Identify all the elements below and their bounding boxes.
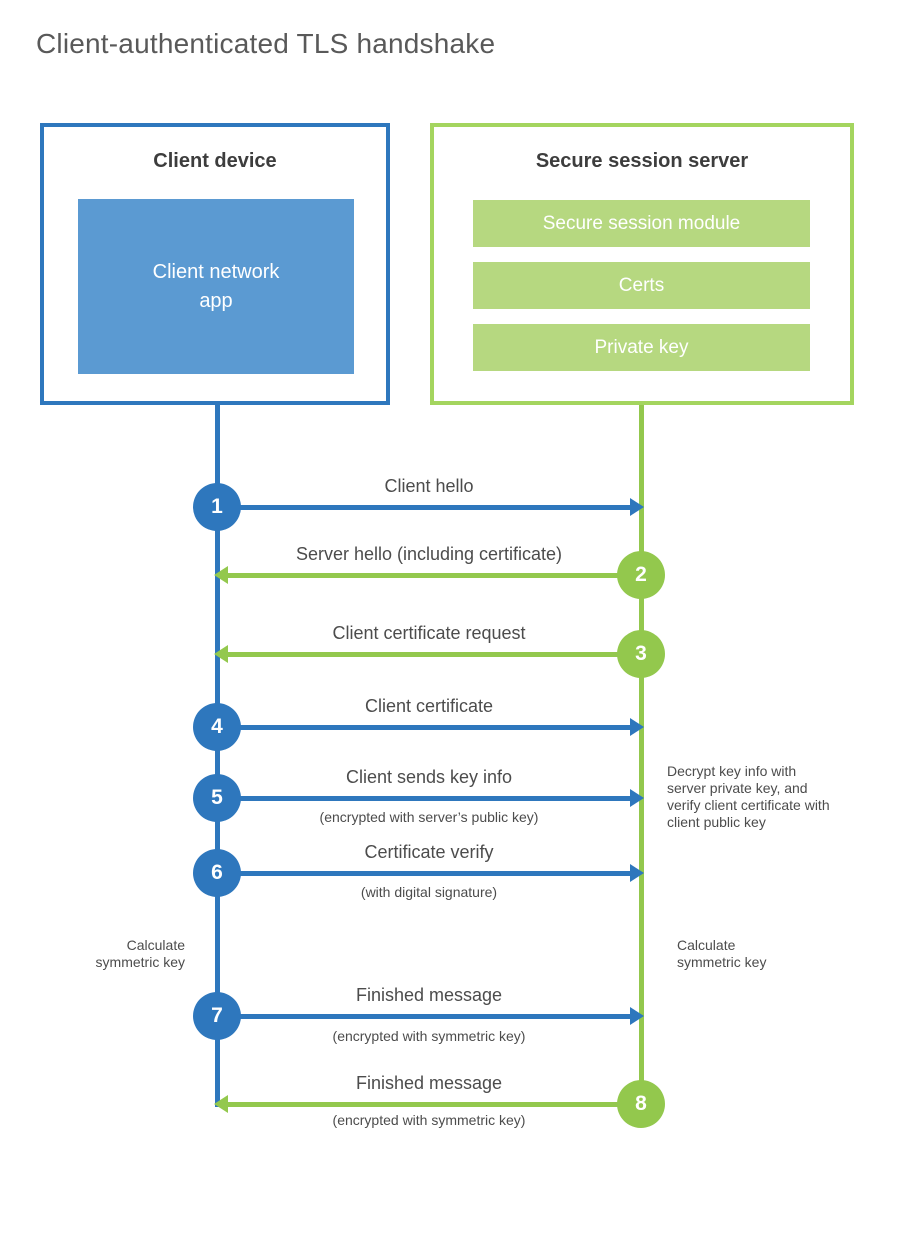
- client-network-app-box: Client network app: [78, 199, 354, 374]
- arrow-head-left-icon: [214, 1095, 228, 1113]
- message-label-1: Client hello: [384, 476, 474, 496]
- message-label-2: Server hello (including certificate): [295, 544, 563, 564]
- message-arrow-1: [218, 498, 644, 516]
- server-module-certs: Certs: [473, 262, 810, 309]
- message-arrow-4: [218, 718, 644, 736]
- message-arrow-6: [218, 864, 644, 882]
- arrow-head-right-icon: [630, 864, 644, 882]
- client-lifeline: [215, 405, 220, 1107]
- arrow-shaft: [226, 652, 641, 657]
- server-module-private-key: Private key: [473, 324, 810, 371]
- message-label-8: Finished message: [355, 1073, 503, 1093]
- client-network-app-label: Client network app: [152, 260, 280, 312]
- arrow-head-left-icon: [214, 566, 228, 584]
- client-device-header: Client device: [153, 150, 277, 172]
- arrow-shaft: [218, 1014, 632, 1019]
- arrow-shaft: [218, 796, 632, 801]
- arrow-head-right-icon: [630, 1007, 644, 1025]
- decrypt-key-note: Decrypt key info with server private key…: [667, 763, 830, 830]
- step-circle-2: 2: [617, 551, 665, 599]
- message-arrow-7: [218, 1007, 644, 1025]
- step-circle-7: 7: [193, 992, 241, 1040]
- step-circle-5: 5: [193, 774, 241, 822]
- arrow-shaft: [218, 725, 632, 730]
- step-circle-6: 6: [193, 849, 241, 897]
- arrow-head-right-icon: [630, 789, 644, 807]
- message-sublabel-5: (encrypted with server’s public key): [319, 809, 539, 825]
- message-label-7: Finished message: [355, 985, 503, 1005]
- step-circle-1: 1: [193, 483, 241, 531]
- message-label-6: Certificate verify: [364, 842, 494, 862]
- arrow-head-right-icon: [630, 718, 644, 736]
- message-label-4: Client certificate: [364, 696, 494, 716]
- server-lifeline: [639, 405, 644, 1104]
- arrow-shaft: [226, 573, 641, 578]
- calculate-symmetric-key-note-client: Calculate symmetric key: [95, 937, 185, 970]
- message-sublabel-7: (encrypted with symmetric key): [332, 1028, 526, 1044]
- message-label-3: Client certificate request: [332, 623, 526, 643]
- message-sublabel-6: (with digital signature): [360, 884, 498, 900]
- page-title: Client-authenticated TLS handshake: [36, 28, 496, 59]
- secure-session-server-header: Secure session server: [535, 150, 749, 172]
- arrow-shaft: [226, 1102, 641, 1107]
- message-arrow-5: [218, 789, 644, 807]
- message-sublabel-8: (encrypted with symmetric key): [332, 1112, 526, 1128]
- step-circle-3: 3: [617, 630, 665, 678]
- step-circle-8: 8: [617, 1080, 665, 1128]
- message-arrow-8: [214, 1095, 641, 1113]
- message-arrow-3: [214, 645, 641, 663]
- server-module-secure-session-module: Secure session module: [473, 200, 810, 247]
- message-label-5: Client sends key info: [345, 767, 513, 787]
- arrow-head-right-icon: [630, 498, 644, 516]
- arrow-shaft: [218, 871, 632, 876]
- step-circle-4: 4: [193, 703, 241, 751]
- calculate-symmetric-key-note-server: Calculate symmetric key: [677, 937, 767, 970]
- arrow-shaft: [218, 505, 632, 510]
- message-arrow-2: [214, 566, 641, 584]
- arrow-head-left-icon: [214, 645, 228, 663]
